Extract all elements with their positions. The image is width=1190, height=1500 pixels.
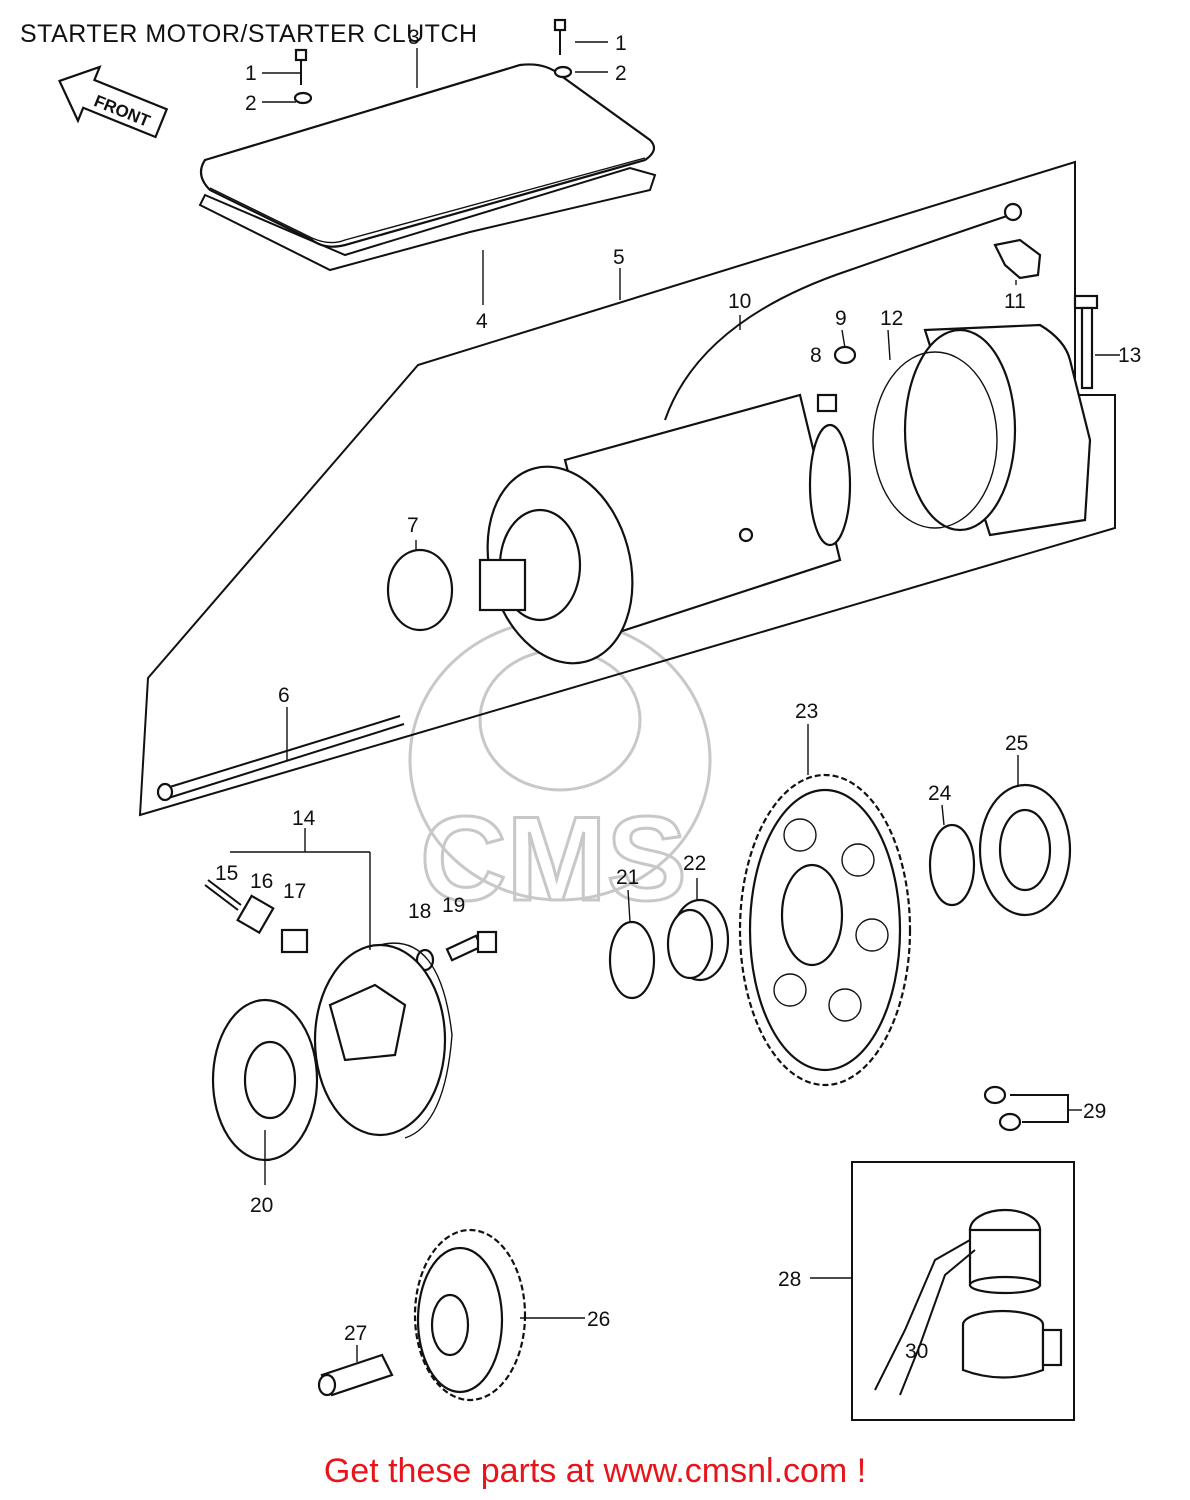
needle-bearing-part	[666, 898, 730, 982]
callout-25: 25	[1005, 732, 1028, 755]
callout-2: 2	[615, 62, 627, 85]
front-arrow-icon: FRONT	[58, 65, 169, 139]
spacer-part	[236, 894, 275, 935]
callout-14: 14	[292, 807, 316, 830]
idler-gear-part	[413, 1228, 527, 1402]
starter-relay-part	[874, 1208, 1042, 1396]
callout-2: 2	[245, 92, 257, 115]
allen-bolt-part	[445, 930, 498, 962]
assembly-panel	[138, 160, 1116, 817]
bolt-part	[293, 18, 573, 105]
nuts-part	[983, 1085, 1069, 1132]
page-title: STARTER MOTOR/STARTER CLUTCH	[20, 20, 478, 48]
end-cover-part	[872, 323, 1092, 537]
callout-5: 5	[613, 246, 625, 269]
callout-30: 30	[905, 1340, 928, 1363]
spring-part	[204, 879, 242, 911]
callout-1: 1	[245, 62, 257, 85]
callout-12: 12	[880, 307, 903, 330]
watermark-text: CMS	[420, 792, 687, 926]
callout-19: 19	[442, 894, 465, 917]
through-bolt-part	[156, 715, 405, 802]
cover-part	[199, 63, 656, 248]
boot-part	[993, 238, 1042, 280]
roller-part	[280, 928, 309, 954]
callout-9: 9	[835, 307, 847, 330]
brush-part	[816, 393, 838, 413]
callout-20: 20	[250, 1194, 273, 1217]
gasket-part	[198, 166, 657, 272]
long-bolt-part	[1073, 294, 1099, 390]
callout-15: 15	[215, 862, 238, 885]
watermark-logo: CMS	[408, 618, 712, 928]
callout-23: 23	[795, 700, 818, 723]
starter-gear-part	[738, 773, 912, 1087]
callout-6: 6	[278, 684, 290, 707]
leader-lines	[230, 41, 1120, 1362]
callout-26: 26	[587, 1308, 610, 1331]
wire-part	[664, 214, 1011, 421]
callout-11: 11	[1004, 290, 1026, 313]
thrust-washer-part	[608, 920, 656, 1000]
callout-8: 8	[810, 344, 822, 367]
callout-3: 3	[408, 26, 420, 49]
shaft-part	[317, 1353, 394, 1397]
callout-28: 28	[778, 1268, 801, 1291]
clutch-body-part	[313, 942, 453, 1139]
relay-cover-part	[961, 1309, 1063, 1379]
callout-22: 22	[683, 852, 706, 875]
callout-29: 29	[1083, 1100, 1106, 1123]
callout-27: 27	[344, 1322, 367, 1345]
callout-24: 24	[928, 782, 952, 805]
callout-7: 7	[407, 514, 419, 537]
callout-4: 4	[476, 310, 488, 333]
o-ring-part	[386, 548, 454, 632]
footer-link[interactable]: Get these parts at www.cmsnl.com !	[323, 1452, 867, 1490]
clutch-plate-part	[211, 998, 319, 1162]
seal-part	[978, 783, 1072, 917]
starter-motor-part	[478, 393, 852, 665]
callout-18: 18	[408, 900, 431, 923]
callout-16: 16	[250, 870, 273, 893]
nut-part	[833, 345, 857, 365]
callout-21: 21	[616, 866, 639, 889]
callout-10: 10	[728, 290, 751, 313]
callout-13: 13	[1118, 344, 1141, 367]
callout-17: 17	[283, 880, 306, 903]
washer-24-part	[928, 823, 976, 907]
relay-box	[851, 1161, 1075, 1421]
callout-1: 1	[615, 32, 627, 55]
